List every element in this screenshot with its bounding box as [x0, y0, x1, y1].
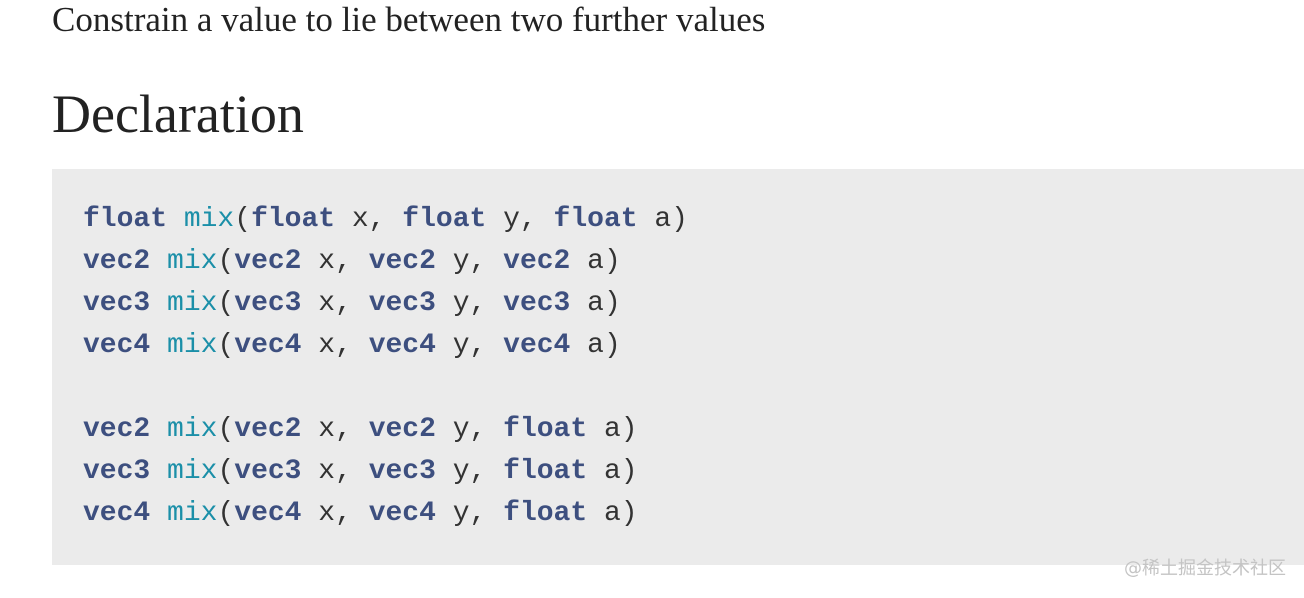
code-text: a): [587, 498, 638, 529]
code-text: y,: [435, 498, 504, 529]
code-type-keyword: vec3: [368, 288, 436, 319]
code-line: vec3 mix(vec3 x, vec3 y, vec3 a): [83, 283, 1304, 325]
code-type-keyword: vec3: [503, 288, 571, 319]
code-function-name: mix: [167, 288, 218, 319]
code-text: y,: [486, 204, 554, 235]
code-line: vec4 mix(vec4 x, vec4 y, float a): [83, 493, 1304, 535]
code-type-keyword: float: [251, 204, 336, 235]
code-line: float mix(float x, float y, float a): [83, 199, 1304, 241]
code-type-keyword: vec3: [83, 456, 151, 487]
code-type-keyword: vec4: [234, 498, 302, 529]
code-type-keyword: vec2: [234, 246, 302, 277]
code-text: y,: [435, 456, 504, 487]
code-type-keyword: vec3: [234, 456, 302, 487]
code-line: [83, 367, 1304, 409]
code-type-keyword: vec3: [368, 456, 436, 487]
code-function-name: mix: [167, 456, 218, 487]
code-type-keyword: vec2: [234, 414, 302, 445]
code-type-keyword: float: [503, 414, 588, 445]
code-type-keyword: float: [402, 204, 487, 235]
code-text: (: [234, 204, 252, 235]
code-function-name: mix: [167, 246, 218, 277]
code-text: a): [587, 414, 638, 445]
code-type-keyword: float: [503, 456, 588, 487]
code-text: a): [570, 330, 621, 361]
code-text: (: [217, 246, 235, 277]
code-type-keyword: float: [503, 498, 588, 529]
code-text: a): [570, 288, 621, 319]
code-text: (: [217, 456, 235, 487]
watermark: @稀土掘金技术社区: [1124, 558, 1286, 579]
code-text: x,: [301, 498, 369, 529]
function-description: Constrain a value to lie between two fur…: [52, 0, 766, 39]
code-type-keyword: vec3: [83, 288, 151, 319]
code-text: x,: [301, 456, 369, 487]
code-type-keyword: vec2: [368, 246, 436, 277]
code-text: x,: [301, 246, 369, 277]
code-text: y,: [435, 330, 504, 361]
code-text: x,: [301, 330, 369, 361]
code-text: [150, 456, 167, 487]
code-block: float mix(float x, float y, float a)vec2…: [52, 169, 1304, 565]
code-type-keyword: vec2: [368, 414, 436, 445]
code-function-name: mix: [167, 330, 218, 361]
code-type-keyword: float: [83, 204, 168, 235]
code-line: vec3 mix(vec3 x, vec3 y, float a): [83, 451, 1304, 493]
code-function-name: mix: [167, 414, 218, 445]
code-line: vec2 mix(vec2 x, vec2 y, float a): [83, 409, 1304, 451]
code-text: a): [587, 456, 638, 487]
code-type-keyword: vec4: [368, 498, 436, 529]
code-text: y,: [435, 288, 504, 319]
code-type-keyword: vec4: [368, 330, 436, 361]
code-type-keyword: vec4: [234, 330, 302, 361]
code-line: vec4 mix(vec4 x, vec4 y, vec4 a): [83, 325, 1304, 367]
code-type-keyword: vec2: [83, 246, 151, 277]
code-type-keyword: vec2: [83, 414, 151, 445]
code-type-keyword: vec3: [234, 288, 302, 319]
code-text: x,: [301, 414, 369, 445]
code-text: [150, 288, 167, 319]
code-text: a): [570, 246, 621, 277]
code-function-name: mix: [167, 498, 218, 529]
code-type-keyword: vec4: [83, 330, 151, 361]
code-text: (: [217, 414, 235, 445]
code-text: (: [217, 498, 235, 529]
code-text: y,: [435, 414, 504, 445]
code-text: [150, 498, 167, 529]
code-text: x,: [301, 288, 369, 319]
code-text: [150, 414, 167, 445]
code-text: (: [217, 288, 235, 319]
code-type-keyword: float: [553, 204, 638, 235]
code-text: (: [217, 330, 235, 361]
section-heading-declaration: Declaration: [52, 84, 304, 144]
code-text: [167, 204, 184, 235]
code-text: x,: [335, 204, 403, 235]
code-type-keyword: vec4: [503, 330, 571, 361]
code-text: y,: [435, 246, 504, 277]
code-text: [150, 246, 167, 277]
code-function-name: mix: [183, 204, 235, 235]
code-type-keyword: vec2: [503, 246, 571, 277]
code-line: vec2 mix(vec2 x, vec2 y, vec2 a): [83, 241, 1304, 283]
code-text: a): [637, 204, 688, 235]
code-text: [150, 330, 167, 361]
code-type-keyword: vec4: [83, 498, 151, 529]
